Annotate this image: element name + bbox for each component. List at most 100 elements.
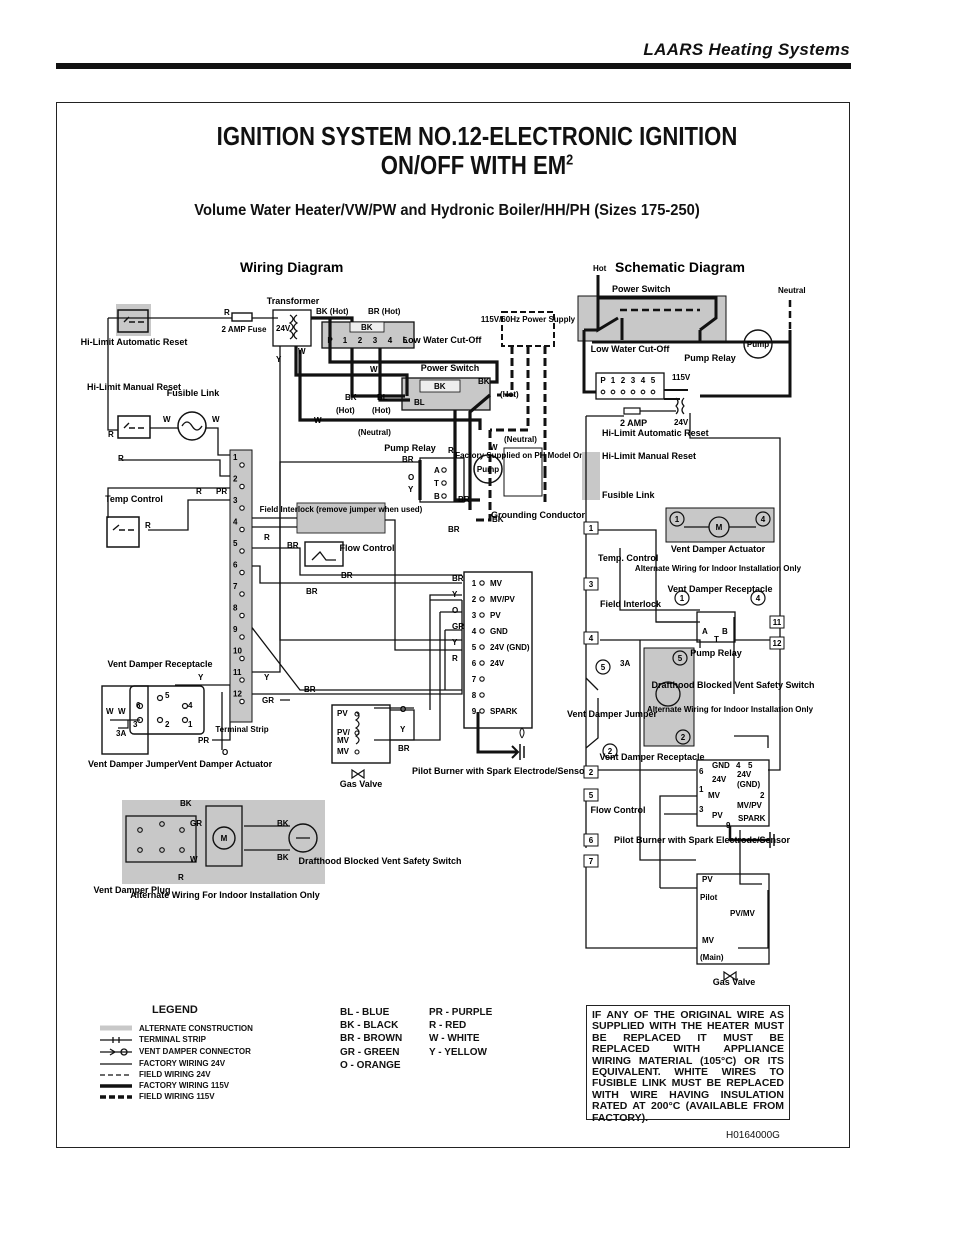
svg-text:W: W: [118, 707, 126, 716]
wire-color-labels: R R W W R R R PR W Y W W R BR BR BR BR G…: [106, 308, 504, 882]
terminal-point: [239, 677, 245, 683]
fusible-link-icon: [177, 411, 207, 441]
sch-terminal-box: [583, 521, 599, 535]
sch-ign-24v: 24V: [712, 775, 727, 784]
terminal-number: 1: [233, 453, 238, 462]
sch-3a: 3A: [620, 659, 630, 668]
color-code-entry: O - ORANGE: [340, 1059, 401, 1071]
sch-hilimit-auto-text: Hi-Limit Automatic Reset: [602, 428, 709, 438]
svg-text:GR: GR: [190, 819, 202, 828]
legend-item-label: FIELD WIRING 24V: [139, 1070, 211, 1079]
sch-vent-receptacle2-text: Vent Damper Receptacle: [599, 752, 704, 762]
color-code-entry: GR - GREEN: [340, 1046, 400, 1058]
pump-icon: [473, 454, 503, 484]
sch-terminal-box: [583, 833, 599, 847]
sch-neutral: Neutral: [778, 286, 806, 295]
terminal-point: [239, 591, 245, 597]
ignition-terminal-point: [479, 580, 485, 586]
sch-temp-control: Temp. Control: [598, 553, 658, 563]
hot-label-3: (Hot): [500, 390, 519, 399]
sch-ignition-module: [696, 759, 770, 827]
sch-pump-relay-text: Pump Relay: [684, 353, 736, 363]
relay-terminals: ATB: [434, 466, 447, 501]
sch-alt-wiring-text: Alternate Wiring for Indoor Installation…: [635, 564, 802, 573]
vd-6: 6: [136, 701, 141, 710]
svg-text:O: O: [400, 705, 406, 714]
sch-vent-jumper-text: Vent Damper Jumper: [567, 709, 658, 719]
sch-fuse-text: 2 AMP: [620, 418, 647, 428]
svg-text:BR: BR: [287, 541, 299, 550]
legend-item-label: FACTORY WIRING 24V: [139, 1059, 226, 1068]
terminal-point: [239, 655, 245, 662]
svg-text:O: O: [222, 748, 228, 757]
color-code-entry: BK - BLACK: [340, 1020, 399, 1032]
motor-icon: [212, 826, 236, 850]
legend-item-label: FACTORY WIRING 115V: [139, 1081, 230, 1090]
hilimit-auto-switch: [117, 309, 149, 333]
sch-terminal-number: 5: [589, 791, 594, 800]
sch-ign-mv: MV: [708, 791, 721, 800]
sch-lwco-box: [595, 372, 665, 400]
sch-terminal-number: 12: [773, 639, 782, 648]
pump-relay-text: Pump Relay: [384, 443, 436, 453]
ignition-module: [463, 571, 533, 729]
svg-text:BK: BK: [277, 819, 289, 828]
flow-control-text: Flow Control: [340, 543, 395, 553]
vent-jumper-text: Vent Damper Jumper: [88, 759, 179, 769]
legend-title: LEGEND: [152, 1004, 198, 1016]
sch-pilot: Pilot: [700, 893, 718, 902]
sch-dh-5: 5: [678, 654, 683, 663]
pilot-burner-text: Pilot Burner with Spark Electrode/Sensor: [412, 766, 589, 776]
sch-drafthood-text: Drafthood Blocked Vent Safety Switch: [651, 680, 814, 690]
color-code-entry: W - WHITE: [429, 1033, 480, 1045]
sch-main: (Main): [700, 953, 724, 962]
vd-5: 5: [165, 691, 170, 700]
sch-ign-gnd2: (GND): [737, 780, 760, 789]
sch-relay-a: A: [702, 627, 708, 636]
field-interlock-text: Field Interlock (remove jumper when used…: [260, 505, 423, 514]
diagram-frame: [56, 102, 850, 1148]
sch-hot: Hot: [593, 264, 607, 273]
sch-terminal-number: 1: [589, 524, 594, 533]
sch-ign-24vgnd: 24V: [737, 770, 752, 779]
relay-terminal-point: [441, 493, 447, 499]
sch-gas-valve-box: [696, 873, 770, 965]
legend-item-label: FIELD WIRING 115V: [139, 1092, 215, 1101]
sch-hilimit-manual: Hi-Limit Manual Reset: [602, 451, 696, 461]
sch-relay-b: B: [722, 627, 728, 636]
terminal-number: 5: [233, 539, 238, 548]
sch-lwco-terminal-point: [630, 389, 636, 395]
terminal-number: 11: [233, 668, 242, 677]
neutral-label-1: (Neutral): [358, 428, 391, 437]
sch-terminal-box: [769, 615, 785, 629]
sch-lwco-terminal-point: [650, 389, 656, 395]
terminal-point: [239, 698, 245, 705]
svg-text:PR: PR: [198, 736, 209, 745]
ignition-terminal-label: MV: [490, 579, 503, 588]
svg-text:Y: Y: [408, 485, 414, 494]
color-code-entry: BR - BROWN: [340, 1033, 403, 1045]
brand-title: LAARS Heating Systems: [643, 40, 850, 59]
terminal-number: 3: [233, 496, 238, 505]
ignition-terminal-point: [479, 628, 485, 634]
sch-terminal-box: [769, 636, 785, 650]
sch-ign-5: 5: [748, 761, 753, 770]
sch-ign-3: 3: [699, 805, 704, 814]
svg-text:GR: GR: [262, 696, 274, 705]
terminal-point: [239, 548, 245, 554]
terminal-number: 9: [233, 625, 238, 634]
ignition-terminal-point: [479, 612, 485, 618]
sch-terminal-box: [583, 854, 599, 868]
fusible-link-text: Fusible Link: [167, 388, 221, 398]
sch-terminal-box: [583, 788, 599, 802]
ignition-terminal-number: 1: [472, 579, 477, 588]
pump-relay-box: [419, 457, 465, 503]
ignition-wire-color: O: [452, 606, 458, 615]
vent-actuator-text: Vent Damper Actuator: [178, 759, 273, 769]
ignition-wire-color: Y: [452, 638, 458, 647]
sch-lwco-terminal-label: 1: [611, 376, 616, 385]
svg-text:R: R: [178, 873, 184, 882]
lwco-terminal-label: 5: [403, 336, 408, 345]
